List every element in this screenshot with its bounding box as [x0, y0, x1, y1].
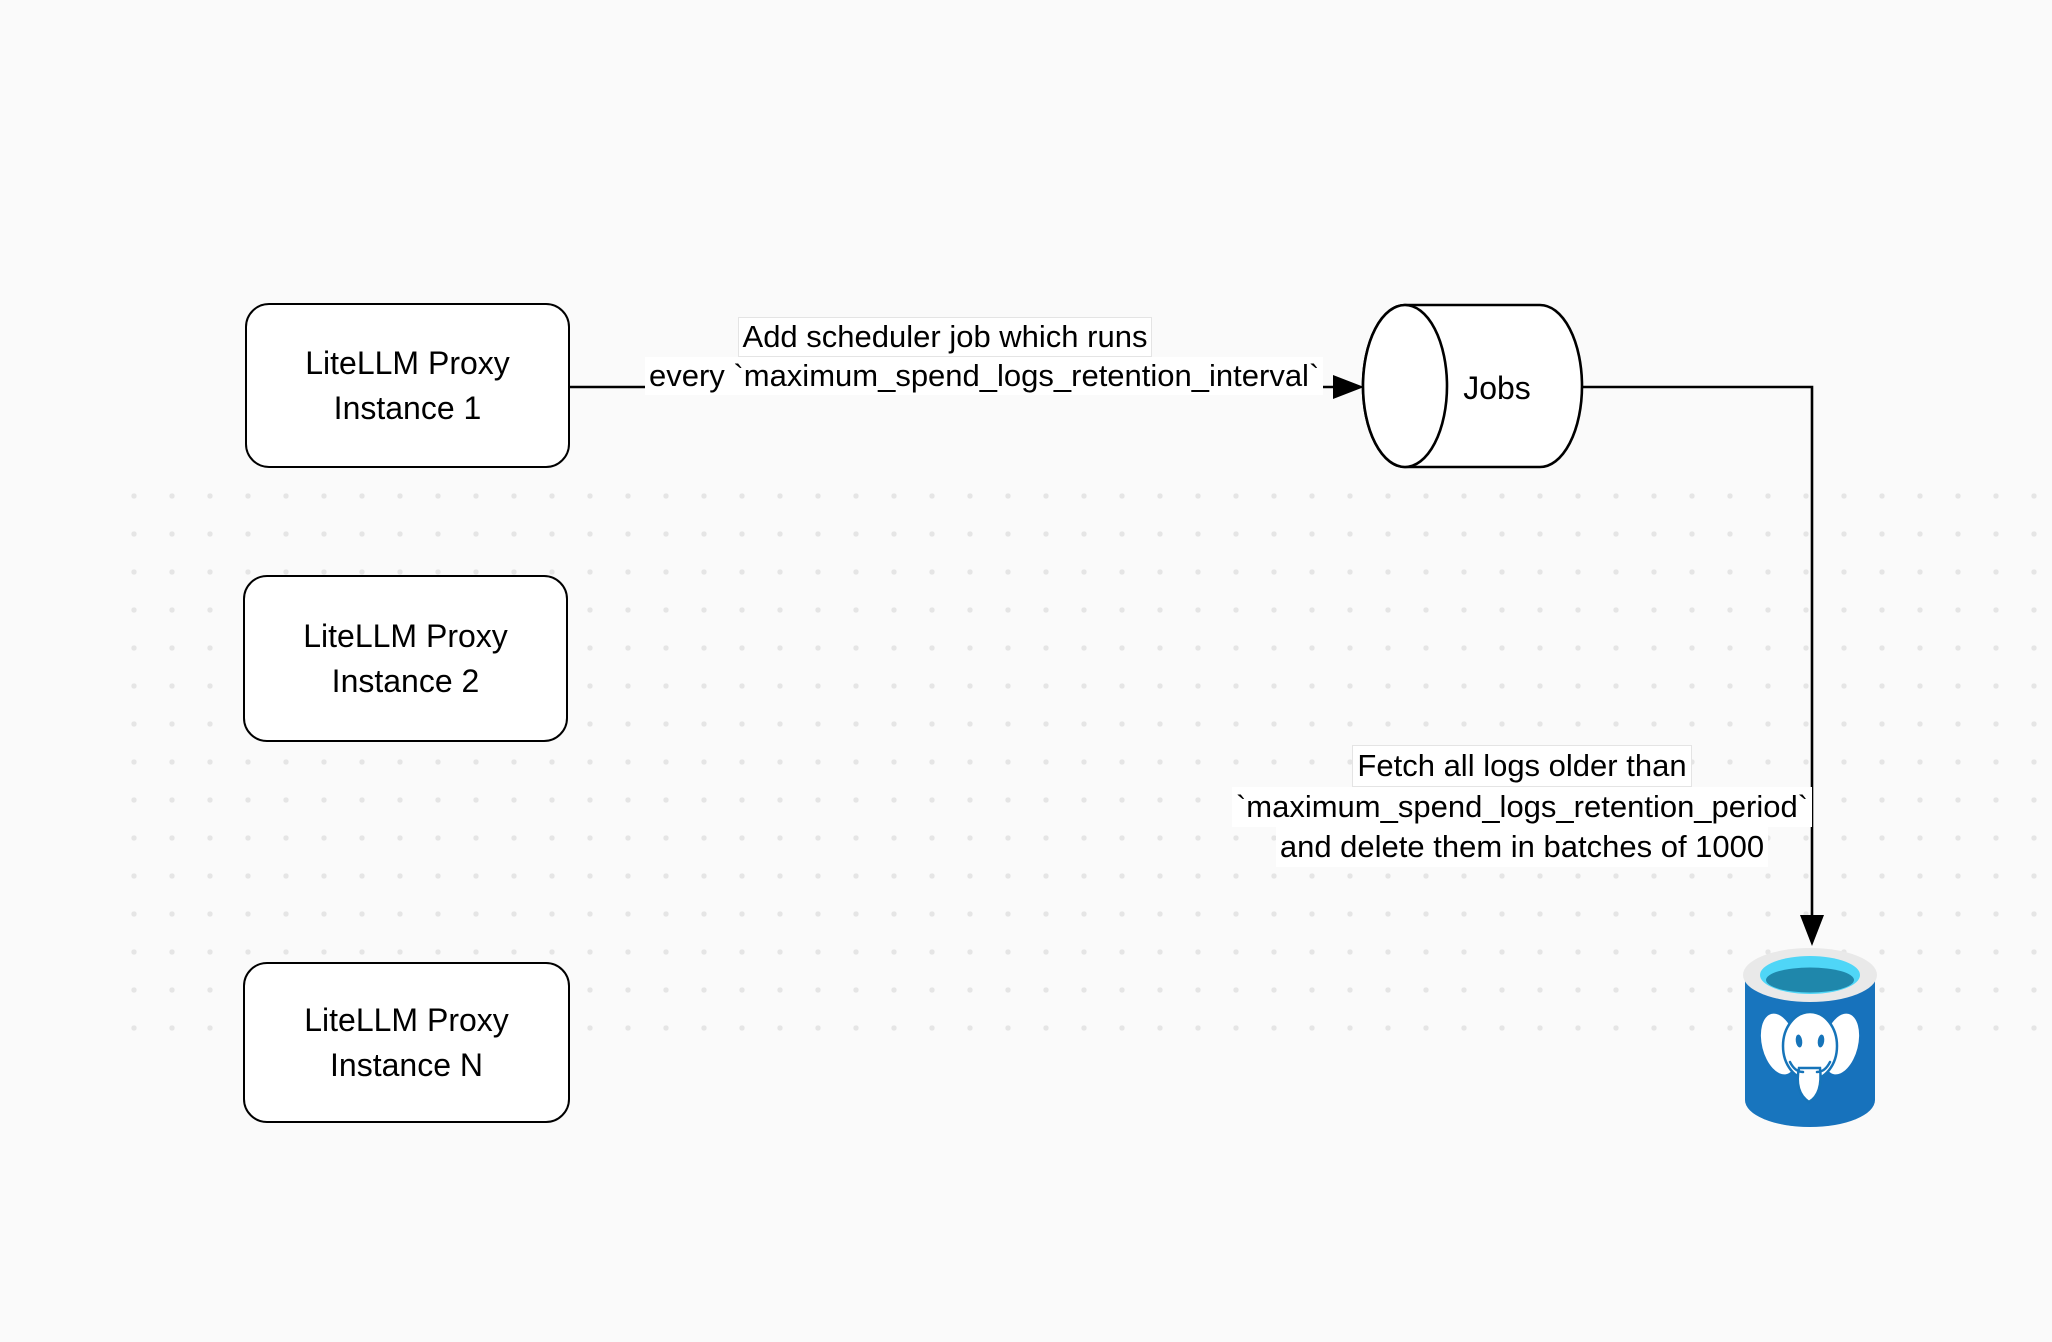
edge-label-scheduler: Add scheduler job which runs every `maxi… [645, 317, 1324, 395]
edge-label-line: Fetch all logs older than [1352, 745, 1692, 787]
node-litellm-proxy-instance-n: LiteLLM Proxy Instance N [243, 962, 570, 1123]
edge-label-line: every `maximum_spend_logs_retention_inte… [645, 357, 1324, 395]
node-label: LiteLLM Proxy Instance N [304, 1001, 509, 1083]
postgresql-icon [1743, 948, 1877, 1127]
edge-label-line: Add scheduler job which runs [737, 317, 1153, 357]
edge-label-line: `maximum_spend_logs_retention_period` [1231, 787, 1813, 827]
postgres-elephant-icon [1760, 1010, 1860, 1104]
node-label: LiteLLM Proxy Instance 1 [305, 344, 510, 426]
arrowhead-right-icon [1333, 375, 1364, 399]
edge-fetch-arrow [1582, 385, 1824, 946]
arrowhead-down-icon [1800, 915, 1824, 946]
node-label: LiteLLM Proxy Instance 2 [303, 617, 508, 699]
node-jobs-cylinder: Jobs [1361, 303, 1584, 469]
node-litellm-proxy-instance-2: LiteLLM Proxy Instance 2 [243, 575, 568, 742]
dot-grid-background [115, 477, 2048, 1049]
node-litellm-proxy-instance-1: LiteLLM Proxy Instance 1 [245, 303, 570, 468]
edge-label-line: and delete them in batches of 1000 [1275, 827, 1769, 867]
jobs-label: Jobs [1463, 370, 1531, 406]
edge-label-fetch: Fetch all logs older than `maximum_spend… [1197, 745, 1847, 867]
